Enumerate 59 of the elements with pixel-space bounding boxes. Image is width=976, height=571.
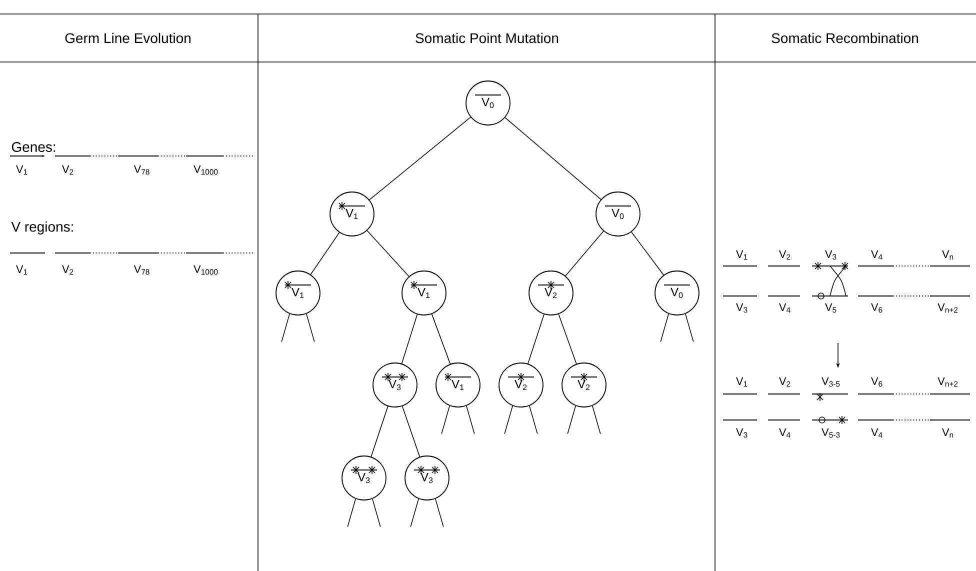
branch-line bbox=[466, 405, 475, 434]
branch-line bbox=[401, 314, 418, 364]
column-heading: Somatic Recombination bbox=[772, 32, 918, 44]
branch-line bbox=[504, 405, 513, 434]
column-heading: Somatic Point Mutation bbox=[416, 32, 558, 44]
gene-label: V$_{3}$ bbox=[736, 303, 748, 313]
branch-line bbox=[410, 498, 419, 528]
gene-label: V$_{n+2}$ bbox=[938, 303, 958, 313]
gene-label: V$_{2}$ bbox=[779, 250, 790, 260]
gene-label: V$_{2}$ bbox=[62, 265, 74, 275]
gene-label: V$_{n}$ bbox=[942, 428, 954, 438]
branch-line bbox=[366, 230, 410, 277]
gene-label: V$_{1}$ bbox=[16, 165, 28, 175]
gene-label: V$_{4}$ bbox=[871, 250, 882, 260]
gene-label: V$_{2}$ bbox=[62, 165, 74, 175]
branch-line bbox=[347, 498, 356, 528]
branch-line bbox=[660, 313, 669, 342]
branch-line bbox=[310, 232, 340, 275]
branch-line bbox=[592, 405, 601, 434]
branch-line bbox=[631, 232, 664, 276]
gene-label: V$_{n+2}$ bbox=[938, 377, 958, 387]
gene-label: V$_{5}$ bbox=[825, 303, 836, 313]
gene-label: V$_{3-5}$ bbox=[822, 377, 840, 387]
branch-line bbox=[306, 313, 315, 342]
gene-label: V$_{5-3}$ bbox=[822, 428, 840, 438]
gene-label: V$_{4}$ bbox=[871, 428, 882, 438]
branch-line bbox=[441, 405, 450, 434]
branch-line bbox=[281, 313, 290, 342]
branch-line bbox=[504, 117, 602, 200]
branch-line bbox=[372, 498, 381, 528]
branch-line bbox=[565, 230, 604, 276]
gene-label: V$_{3}$ bbox=[736, 428, 748, 438]
column-heading: Germ Line Evolution bbox=[65, 32, 190, 44]
gene-label: V$_{6}$ bbox=[871, 377, 882, 387]
gene-label: V$_{6}$ bbox=[871, 303, 882, 313]
branch-line bbox=[567, 405, 576, 434]
gene-label: V$_{78}$ bbox=[134, 165, 150, 175]
branch-line bbox=[529, 405, 538, 434]
gene-label: V$_{n}$ bbox=[942, 250, 954, 260]
branch-line bbox=[369, 116, 472, 200]
gene-label: V$_{1000}$ bbox=[194, 165, 218, 175]
gene-label: V$_{4}$ bbox=[779, 303, 790, 313]
gene-label: V$_{1}$ bbox=[736, 250, 748, 260]
gene-label: V$_{4}$ bbox=[779, 428, 790, 438]
gene-label: V$_{1}$ bbox=[736, 377, 748, 387]
gene-label: V$_{78}$ bbox=[134, 265, 150, 275]
branch-line bbox=[528, 314, 544, 364]
branch-line bbox=[685, 313, 694, 342]
gene-label: V$_{1000}$ bbox=[194, 265, 218, 275]
branch-line bbox=[558, 314, 577, 364]
branch-line bbox=[435, 498, 444, 528]
branch-line bbox=[431, 314, 451, 364]
row-label: Genes: bbox=[12, 142, 56, 152]
gene-label: V$_{1}$ bbox=[16, 265, 28, 275]
gene-label: V$_{3}$ bbox=[825, 250, 836, 260]
row-label: V regions: bbox=[11, 221, 73, 235]
branch-line bbox=[370, 406, 388, 458]
branch-line bbox=[402, 406, 420, 458]
gene-label: V$_{2}$ bbox=[779, 377, 790, 387]
